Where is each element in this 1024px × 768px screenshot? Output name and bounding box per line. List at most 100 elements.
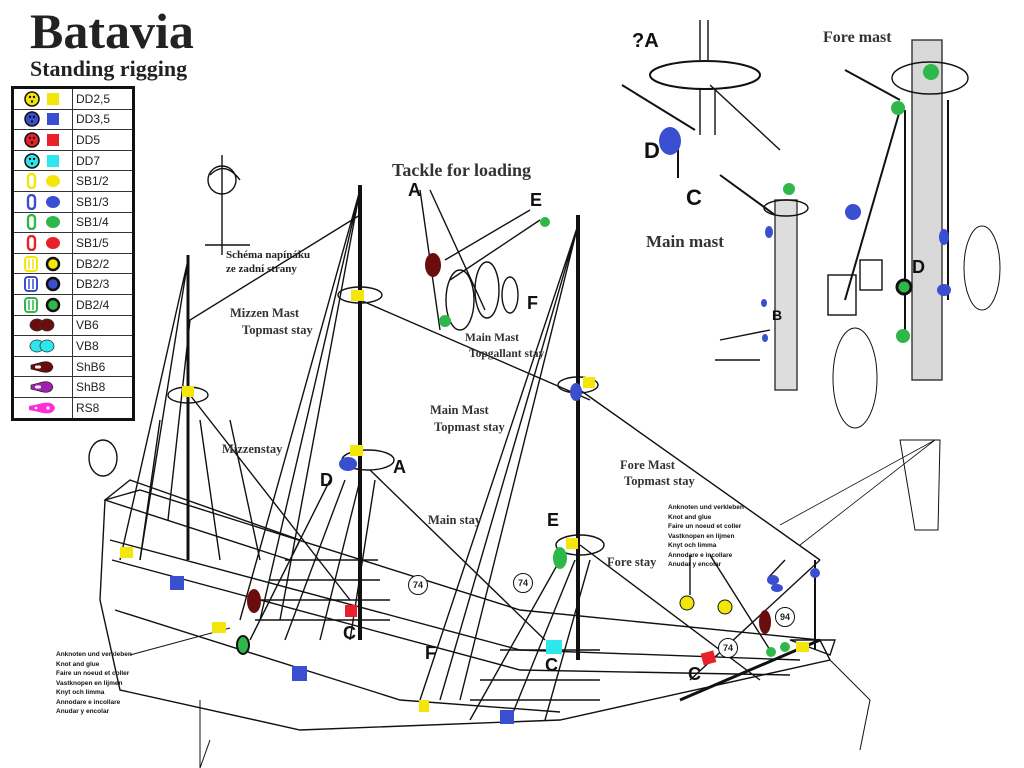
double-block-icon [14,294,73,315]
shoulder-block-icon [14,356,73,377]
label-line: Fore Mast [620,458,675,472]
legend-row: DB2/2 [14,253,132,275]
marker-sb14-fore-1 [891,101,905,115]
marker-sb13-main [339,457,357,471]
label-fore-stay: Fore stay [607,555,657,569]
letter-f-tackle: F [527,293,538,313]
detail-a-top [649,60,761,90]
deadeye-icon [14,150,73,171]
legend-code: SB1/5 [76,235,109,250]
legend-row: SB1/4 [14,212,132,234]
legend-row: ShB8 [14,377,132,398]
legend-row: DD2,5 [14,89,132,110]
marker-dd5-mizzen [345,605,357,617]
marker-dd25-fore [566,538,578,549]
callout-94: 94 [775,607,795,627]
legend-row: DD7 [14,150,132,172]
legend-row: VB6 [14,315,132,337]
marker-sb14-bowsprit-1 [766,647,776,657]
letter-c-detail: C [686,185,702,210]
label-line: Topmast stay [242,323,313,337]
marker-sb14-bowsprit-2 [780,642,790,652]
marker-dd25-mizzen [182,386,194,397]
hull-outline [99,489,832,731]
marker-dd25-main [350,445,363,456]
racing-sheave-icon [14,397,73,418]
legend-code: DB2/4 [76,297,110,312]
legend-code: SB1/4 [76,215,109,230]
marker-dd25-deck [419,700,429,712]
stern-lantern [88,439,118,477]
note-line: Faire un noeud et coller [668,523,742,530]
letter-d-main: D [320,470,333,490]
legend-code: VB8 [76,338,99,353]
note-line: Anudar y encolar [668,561,722,568]
legend-code: DB2/2 [76,256,110,271]
note-line: Annodare e incollare [56,698,121,706]
marker-sb13-main-detail [765,226,773,238]
legend-row: DD3,5 [14,109,132,131]
label-line: Main Mast [430,403,489,417]
legend-code: SB1/2 [76,174,109,189]
letter-a-main: A [393,457,406,477]
letter-c-main: C [545,655,558,675]
note-line: Knot and glue [668,513,712,521]
double-block-icon [14,253,73,274]
marker-sb13-bowsprit-1 [767,575,779,585]
letter-e-tackle: E [530,190,543,210]
legend-code: DB2/3 [76,277,110,292]
label-main-stay: Main stay [428,513,482,527]
letter-c-fore: C [688,664,701,684]
note-line: Knot and glue [56,660,100,668]
label-main-topgallant-stay: Main Mast Topgallant stay [465,330,544,362]
tackle-title: Tackle for loading [392,160,532,180]
legend-code: ShB6 [76,359,106,374]
marker-dd25-stern [120,547,133,558]
note-line: Vastknopen en lijmen [56,679,123,687]
marker-dd35-fore-chains [500,710,514,724]
legend-row: ShB6 [14,356,132,378]
legend-code: DD2,5 [76,91,111,106]
label-main-mast-detail: Main mast [646,232,724,251]
schema-line-1: Schéma napínáku [226,249,311,261]
marker-db24-fore [895,278,913,296]
deadeye-icon [14,130,73,150]
marker-db24-mizzen [236,635,250,655]
marker-sb13-bowsprit-2 [771,584,783,592]
legend-code: SB1/3 [76,194,109,209]
note-line: Faire un noeud et coller [56,670,130,677]
single-block-icon [14,212,73,233]
legend-row: RS8 [14,397,132,418]
label-mizzenstay: Mizzenstay [222,442,283,456]
marker-sb14-fore-2 [896,329,910,343]
marker-dd25-fore-top [583,377,595,388]
marker-dd7-main [546,640,562,654]
legend-row: SB1/5 [14,233,132,254]
letter-d-fore: D [912,257,925,277]
legend-row: DD5 [14,130,132,151]
marker-dd25-hull [212,622,226,633]
single-block-icon [14,191,73,212]
marker-dd25-bowsprit-1 [679,595,695,611]
marker-sb14-tackle-1 [439,315,451,327]
note-line: Knyt och limma [56,689,105,696]
marker-dd35-mizzen-chains [170,576,184,590]
label-line: Topmast stay [434,420,505,434]
marker-sb14-main-detail [783,183,795,195]
note-line: Knyt och limma [668,542,717,549]
marker-sb13-detail-d [659,127,681,155]
marker-dd35-main-chains [292,666,307,681]
legend-row: DB2/4 [14,294,132,316]
marker-sb14-fore [553,547,567,569]
label-detail-a: ?A [632,30,659,52]
note-line: Annodare e incollare [668,551,733,559]
letter-f-deck: F [425,643,436,663]
callout-74-main: 74 [513,573,533,593]
deadeye-icon [14,109,73,130]
callout-74-mizzen: 74 [408,575,428,595]
double-block-icon [14,274,73,294]
legend-code: ShB8 [76,380,106,395]
